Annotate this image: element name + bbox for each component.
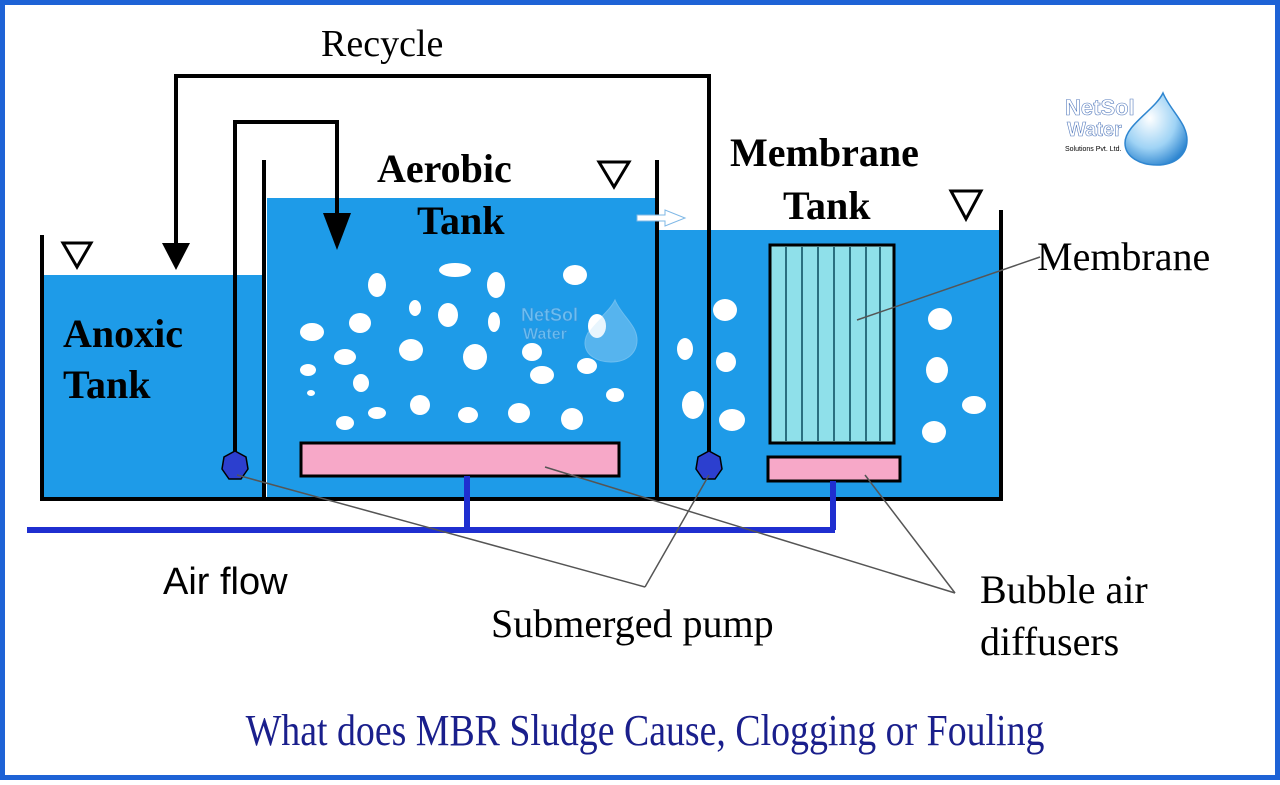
air-flow-label: Air flow <box>163 561 288 603</box>
mbr-process-diagram: Recycle Aerobic Tank Membrane Tank Anoxi… <box>27 23 1210 664</box>
recycle-label: Recycle <box>321 23 443 65</box>
membrane-tank-label-line1: Membrane <box>730 130 919 175</box>
aerobic-label-line2: Tank <box>417 198 505 243</box>
svg-text:NetSol: NetSol <box>521 305 578 325</box>
aerobic-bubbles <box>300 263 624 430</box>
membrane-label: Membrane <box>1037 234 1210 279</box>
anoxic-label-line2: Tank <box>63 362 151 407</box>
logo-line1: NetSol <box>1065 95 1135 120</box>
membrane-module <box>768 243 896 445</box>
water-level-markers <box>60 160 984 270</box>
air-pipe <box>27 476 836 533</box>
overflow-arrow <box>636 209 687 227</box>
page-caption: What does MBR Sludge Cause, Clogging or … <box>245 706 1045 755</box>
anoxic-submerged-pump <box>221 450 249 480</box>
watermark-logo: NetSol Water <box>521 298 638 363</box>
netsol-logo: NetSol Water Solutions Pvt. Ltd. <box>1065 91 1188 166</box>
feed-arrow-head <box>323 213 351 250</box>
membrane-diffuser <box>766 455 902 483</box>
membrane-submerged-pump <box>695 450 723 480</box>
logo-line3: Solutions Pvt. Ltd. <box>1065 146 1121 153</box>
water-drop-icon <box>1124 91 1188 166</box>
svg-text:Water: Water <box>523 326 567 343</box>
aerobic-label-line1: Aerobic <box>377 146 512 191</box>
bubble-diffusers-label-line1: Bubble air <box>980 567 1148 612</box>
membrane-bubbles <box>677 299 986 443</box>
recycle-arrow-head <box>162 243 190 270</box>
aerobic-diffuser <box>299 441 621 478</box>
bubble-diffusers-label-line2: diffusers <box>980 619 1119 664</box>
anoxic-label-line1: Anoxic <box>63 311 183 356</box>
membrane-tank-label-line2: Tank <box>783 183 871 228</box>
submerged-pump-label: Submerged pump <box>491 601 774 646</box>
feed-line <box>233 120 339 465</box>
logo-line2: Water <box>1067 119 1122 141</box>
leader-lines <box>236 256 1041 594</box>
recycle-line <box>174 74 711 465</box>
